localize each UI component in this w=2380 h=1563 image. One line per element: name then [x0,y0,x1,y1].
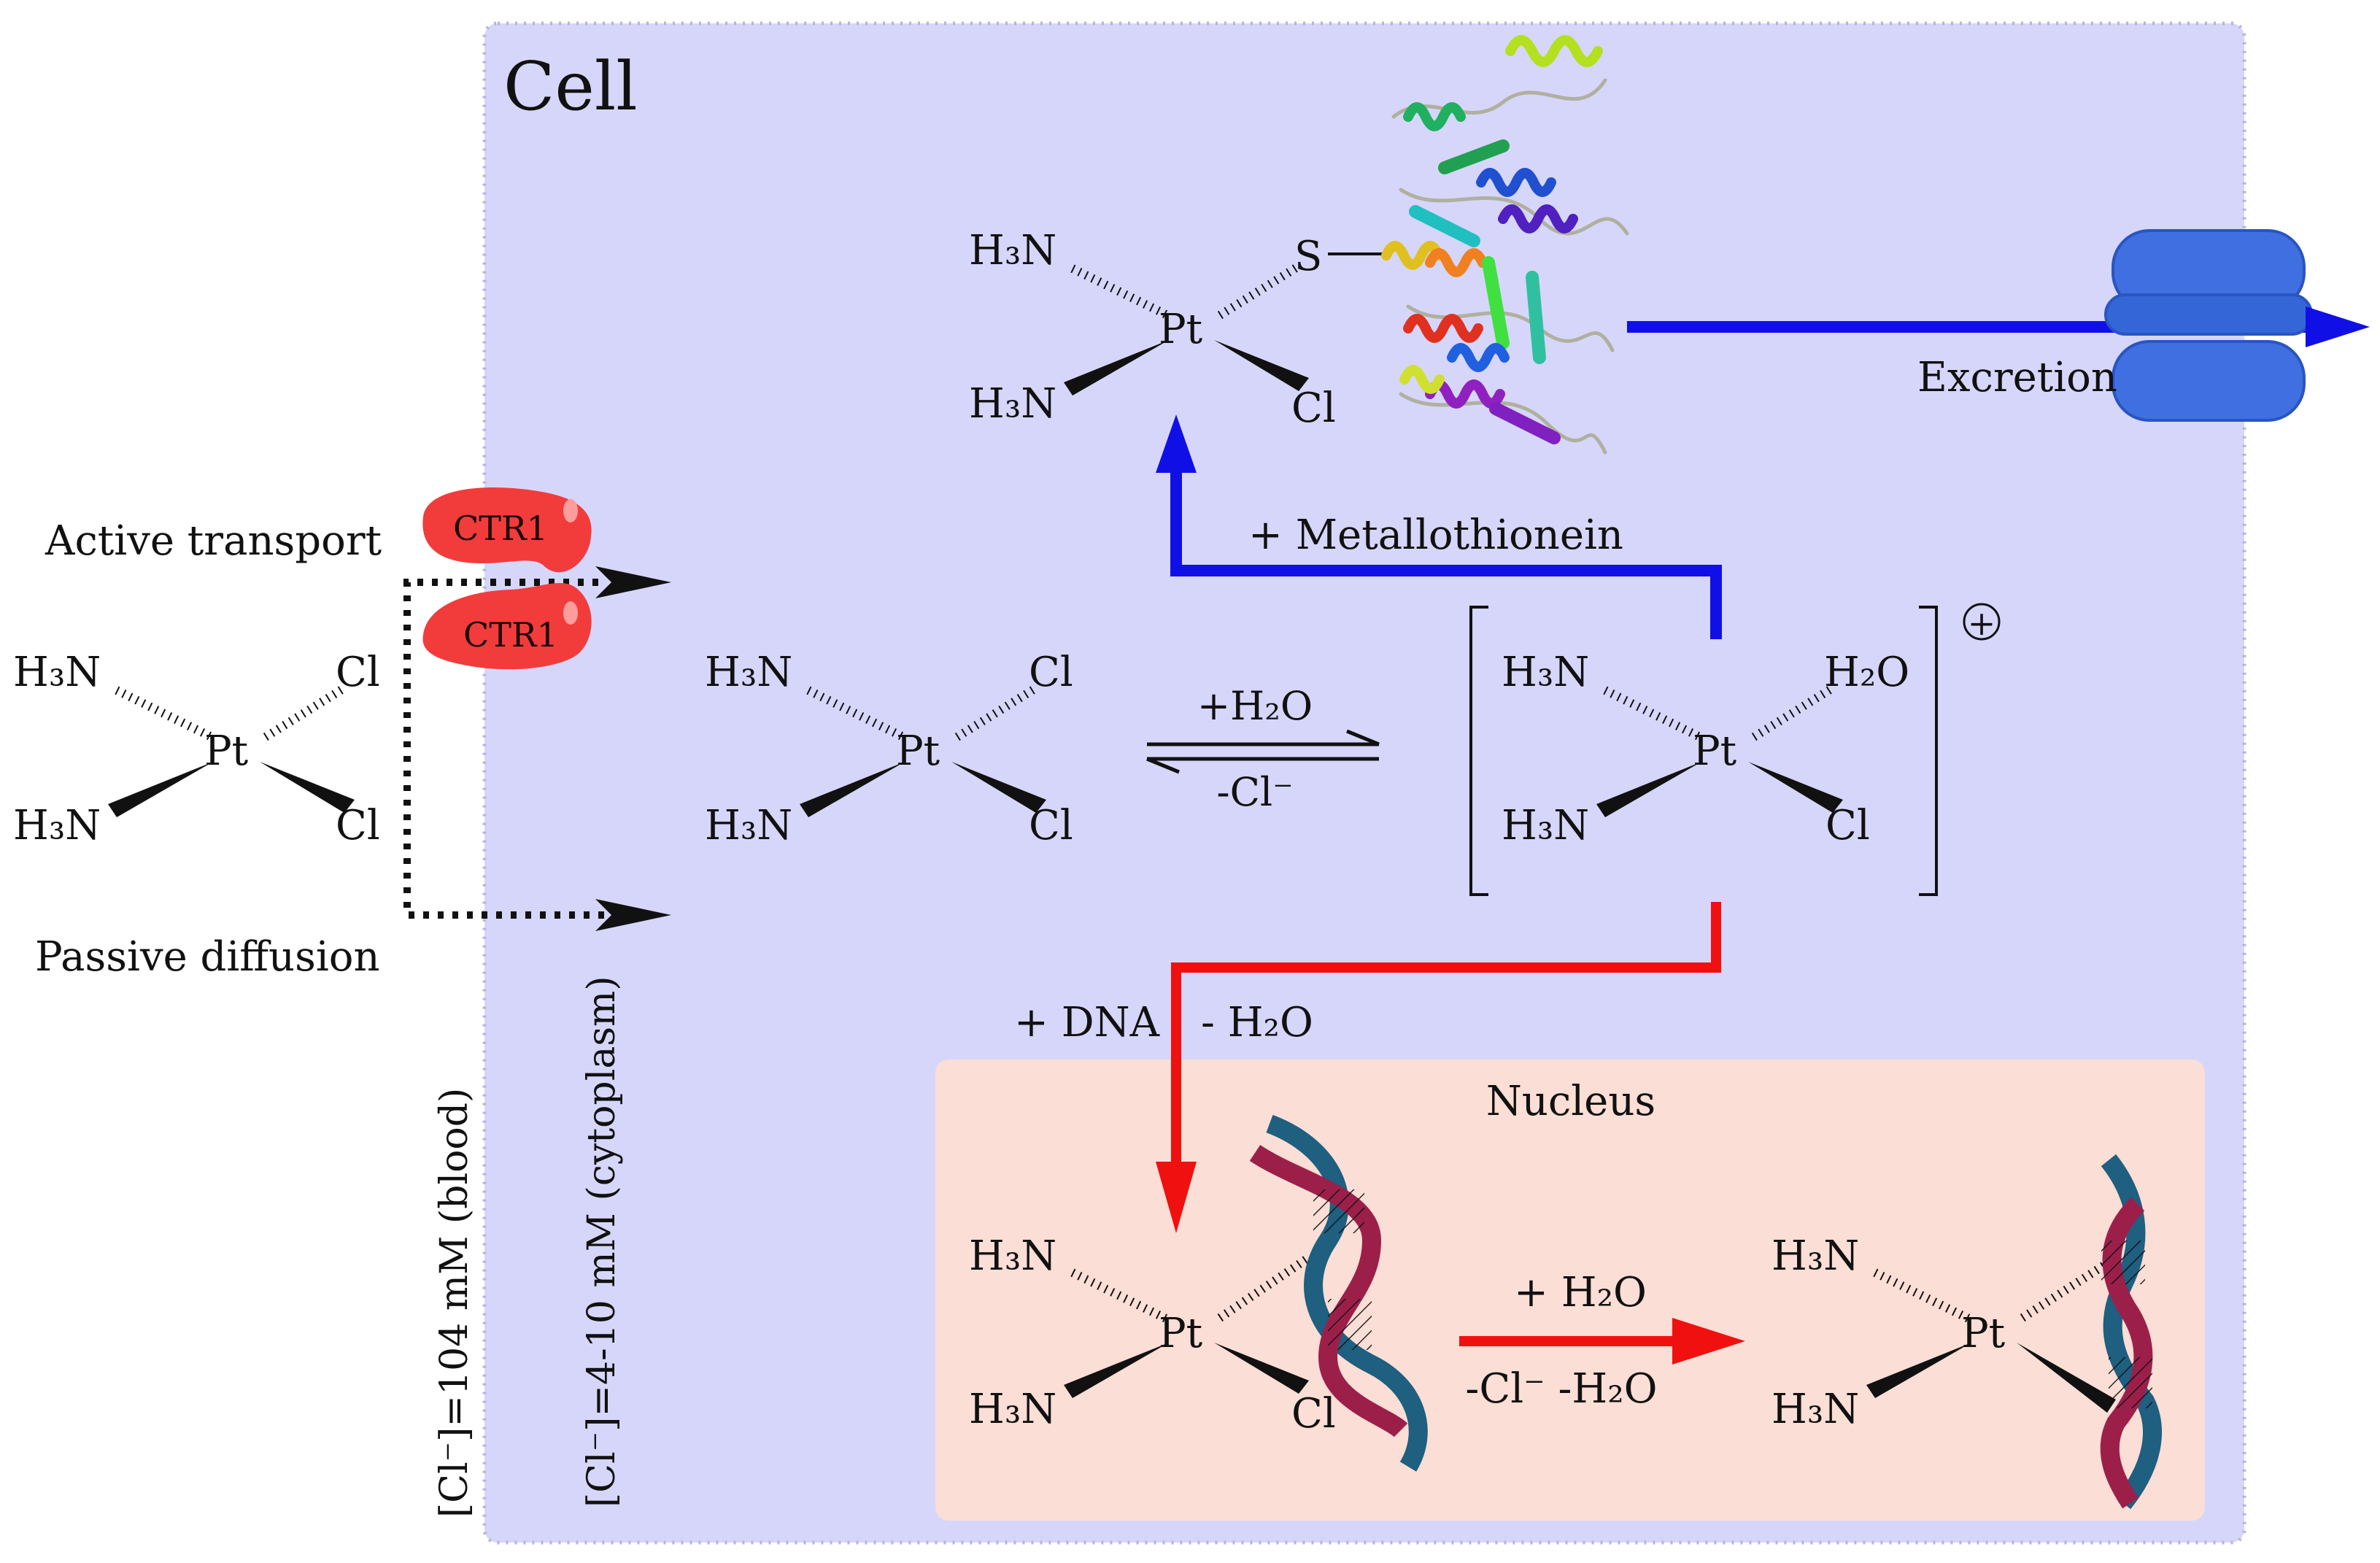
platinum-center: Pt [1159,1310,1203,1357]
amine-ligand: H₃N [1502,802,1589,849]
dna-helix-crosslinked [2100,1154,2162,1510]
pt-metallothionein-adduct: H₃N H₃N Pt S Cl [969,227,1391,432]
dna-pathway-arrowhead [1156,1162,1197,1233]
positive-charge-circle [1963,603,2001,641]
passive-diffusion-label: Passive diffusion [35,933,380,981]
metallothionein-pathway-line [1170,460,1722,639]
amine-ligand: H₃N [1772,1232,1859,1280]
chloride-ligand: Cl [336,802,380,849]
amine-ligand: H₃N [1502,649,1589,696]
aquation-equilibrium-arrows [1146,729,1380,774]
dna-pathway-line [1171,902,1721,1176]
platinum-center: Pt [1693,728,1737,775]
pt-dna-crosslink: H₃N H₃N Pt [1772,1232,2116,1433]
aquation-forward-label: +H₂O [1197,683,1313,729]
chloride-ligand: Cl [336,649,380,696]
active-transport-arrowhead [595,566,671,598]
chloride-ligand: Cl [1291,385,1336,432]
water-ligand: H₂O [1824,649,1909,696]
cisplatin-intracellular: H₃N H₃N Pt Cl Cl [705,649,1073,849]
crosslink-forward-label: + H₂O [1514,1269,1647,1316]
metallothionein-label: + Metallothionein [1248,512,1623,559]
amine-ligand: H₃N [969,227,1056,274]
ctr1-label-upper: CTR1 [453,509,548,548]
platinum-center: Pt [1961,1310,2006,1357]
nucleus-label: Nucleus [1486,1078,1655,1125]
platinum-center: Pt [204,728,249,775]
amine-ligand: H₃N [969,380,1056,428]
add-dna-label: + DNA [1014,999,1160,1046]
cisplatin-extracellular: H₃N H₃N Pt Cl Cl [13,649,380,849]
amine-ligand: H₃N [1772,1386,1859,1433]
chloride-ligand: Cl [1029,649,1073,696]
positive-charge-sign: + [1968,603,1996,643]
ctr1-transporter: CTR1 CTR1 [422,487,592,670]
ctr1-label-lower: CTR1 [463,615,558,655]
amine-ligand: H₃N [705,802,792,849]
crosslink-reverse-label: -Cl⁻ -H₂O [1465,1365,1657,1413]
dna-helix-monoadduct [1249,1114,1428,1472]
chloride-ligand: Cl [1825,802,1870,849]
cell-label: Cell [503,47,638,126]
platinum-center: Pt [1159,306,1203,353]
pt-dna-monoadduct: H₃N H₃N Pt Cl [969,1232,1336,1437]
metallothionein-pathway-arrowhead [1156,414,1197,473]
efflux-pump [2104,229,2313,422]
chloride-ligand: Cl [1291,1390,1336,1437]
aquated-cisplatin-complex: H₃N H₃N Pt H₂O Cl + [1469,603,2001,896]
minus-water-label: - H₂O [1201,999,1313,1046]
blood-chloride-concentration: [Cl⁻]=104 mM (blood) [433,1088,476,1518]
passive-diffusion-arrowhead [595,899,671,931]
excretion-label: Excretion [1917,354,2117,401]
excretion-arrowhead [2306,306,2370,347]
metallothionein-protein-ribbon [1381,35,1629,455]
chloride-ligand: Cl [1029,802,1073,849]
amine-ligand: H₃N [969,1232,1056,1280]
sulfur-ligand: S [1294,233,1322,280]
aquation-reverse-label: -Cl⁻ [1216,769,1293,815]
cytoplasm-chloride-concentration: [Cl⁻]=4-10 mM (cytoplasm) [580,976,624,1508]
amine-ligand: H₃N [13,649,101,696]
nucleus-compartment [935,1060,2205,1521]
crosslink-arrowhead [1672,1318,1745,1365]
amine-ligand: H₃N [705,649,792,696]
platinum-center: Pt [896,728,940,775]
active-transport-label: Active transport [45,517,382,565]
amine-ligand: H₃N [13,802,101,849]
amine-ligand: H₃N [969,1386,1056,1433]
